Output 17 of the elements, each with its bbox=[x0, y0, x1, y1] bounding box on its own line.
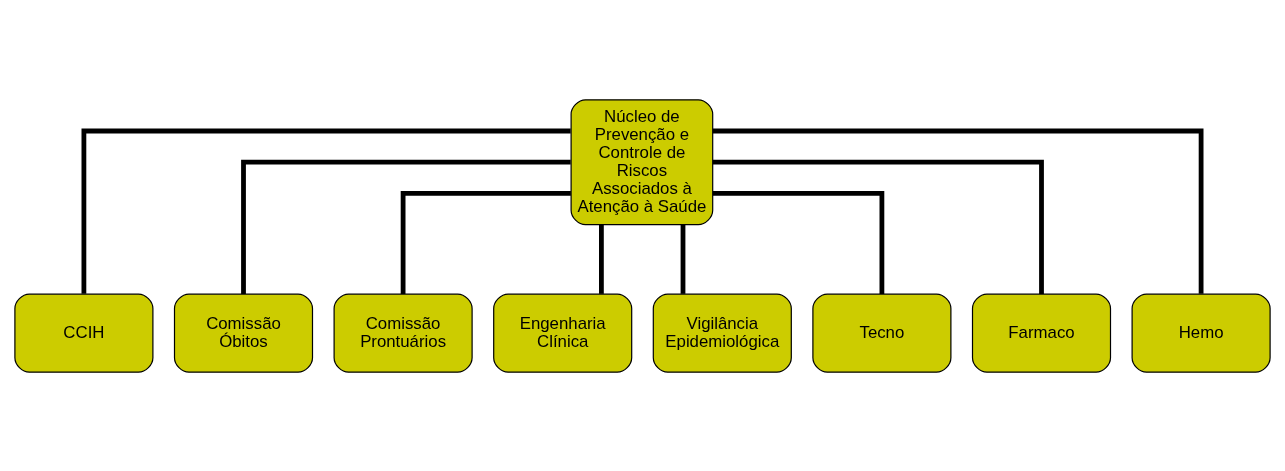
node-box: Engenharia Clínica bbox=[493, 293, 633, 373]
node-box: Hemo bbox=[1131, 293, 1271, 373]
node-box: Vigilância Epidemiológica bbox=[652, 293, 792, 373]
node-box: Núcleo de Prevenção e Controle de Riscos Associados à Atenção à Saúde bbox=[570, 98, 714, 225]
connector bbox=[599, 224, 604, 294]
node-box: Comissão Prontuários bbox=[333, 293, 473, 373]
connector bbox=[241, 159, 571, 294]
connector bbox=[400, 190, 571, 294]
connector bbox=[81, 128, 571, 294]
node-box: Farmaco bbox=[971, 293, 1112, 373]
node-box: CCIH bbox=[14, 293, 154, 373]
connector bbox=[680, 224, 686, 294]
connector bbox=[712, 159, 1044, 294]
connector bbox=[712, 190, 885, 294]
node-box: Comissão Óbitos bbox=[173, 293, 314, 373]
connector bbox=[712, 128, 1204, 294]
node-box: Tecno bbox=[812, 293, 952, 373]
